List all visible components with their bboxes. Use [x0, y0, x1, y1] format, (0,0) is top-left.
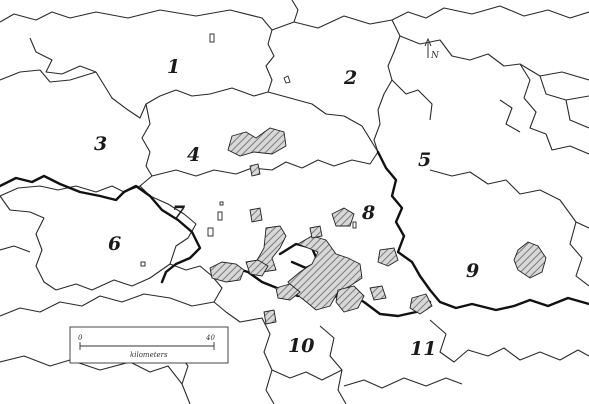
boundary-10-inner — [271, 369, 343, 381]
zone-west-river-2 — [245, 259, 269, 277]
zone-river-east-1 — [369, 285, 387, 301]
zone-south-b — [335, 285, 365, 313]
region-label-7: 7 — [172, 202, 185, 224]
zone-region-7-a — [249, 207, 263, 223]
boundary-north-1 — [0, 9, 275, 93]
parcel-region-8 — [352, 221, 357, 229]
region-label-11: 11 — [410, 338, 436, 360]
zone-region-4-north — [227, 127, 287, 157]
boundary-top-right — [391, 5, 589, 21]
boundary-11-south — [343, 377, 463, 389]
boundary-9-east — [569, 221, 589, 287]
scale-bar-frame — [69, 326, 229, 364]
boundary-far-right-1 — [539, 75, 589, 101]
region-label-10: 10 — [288, 335, 314, 357]
boundary-6-south — [55, 263, 171, 291]
small-parcels — [140, 33, 357, 267]
boundary-1-south — [95, 71, 269, 119]
zone-central-core — [287, 235, 363, 311]
boundary-2-south — [267, 91, 379, 153]
boundary-5-north — [399, 35, 589, 81]
boundary-4-8 — [301, 151, 379, 169]
boundary-1-west — [29, 37, 97, 75]
scale-bar-start-label: 0 — [78, 334, 83, 342]
region-labels: 1 2 3 4 5 6 7 8 9 10 11 — [94, 56, 479, 360]
boundary-2-east — [271, 15, 401, 153]
boundary-10-west — [225, 311, 275, 404]
zone-region-8-east — [377, 247, 399, 267]
zone-region-10 — [263, 309, 277, 325]
parcel-region-7-a — [217, 211, 223, 221]
boundary-3-north — [0, 69, 97, 83]
river-west — [0, 174, 202, 284]
boundary-6-7 — [139, 185, 197, 265]
zone-river-east-2 — [409, 293, 433, 315]
parcel-region-7-c — [219, 201, 224, 206]
parcel-region-2 — [283, 75, 291, 84]
scale-bar-unit-label: kilometers — [130, 351, 168, 359]
zone-region-8-small — [309, 225, 323, 239]
boundary-5-east — [519, 63, 589, 155]
north-arrow: N — [424, 37, 440, 61]
zone-central-west — [255, 225, 287, 273]
boundary-southwest — [0, 293, 215, 317]
boundary-4-south — [151, 161, 303, 177]
parcel-region-1 — [209, 33, 215, 43]
boundary-south-edge — [0, 355, 183, 385]
boundary-10-11 — [319, 325, 347, 404]
region-label-1: 1 — [167, 56, 180, 78]
hatched-zones — [209, 127, 547, 325]
region-label-5: 5 — [418, 149, 431, 171]
boundary-6-west — [0, 195, 57, 291]
region-label-4: 4 — [187, 144, 200, 166]
zone-region-4-small — [249, 163, 261, 177]
north-arrow-head — [424, 37, 432, 47]
region-label-8: 8 — [361, 202, 375, 224]
zone-west-river — [209, 261, 245, 283]
zone-south-a — [275, 283, 301, 301]
river-east — [376, 150, 589, 312]
boundary-3-4 — [141, 103, 153, 177]
scale-bar-end-label: 40 — [205, 334, 215, 342]
boundary-5-inner-2 — [499, 99, 521, 133]
boundary-11-east — [429, 319, 589, 363]
parcel-region-7-b — [207, 227, 214, 237]
boundary-5-inner — [391, 79, 433, 121]
scale-bar: 0 40 kilometers — [69, 326, 229, 364]
north-label: N — [430, 51, 440, 61]
parcel-region-6 — [140, 261, 146, 267]
region-label-9: 9 — [466, 260, 479, 282]
boundary-far-right-2 — [565, 99, 589, 129]
boundary-5-9 — [429, 169, 589, 229]
boundary-left-edge — [0, 245, 31, 253]
boundary-top-2 — [291, 0, 299, 23]
zone-region-9 — [513, 241, 547, 279]
region-label-2: 2 — [343, 67, 357, 89]
river-loop — [278, 242, 320, 270]
region-label-6: 6 — [108, 233, 121, 255]
region-label-3: 3 — [94, 133, 107, 155]
zone-region-8-north — [331, 207, 355, 227]
